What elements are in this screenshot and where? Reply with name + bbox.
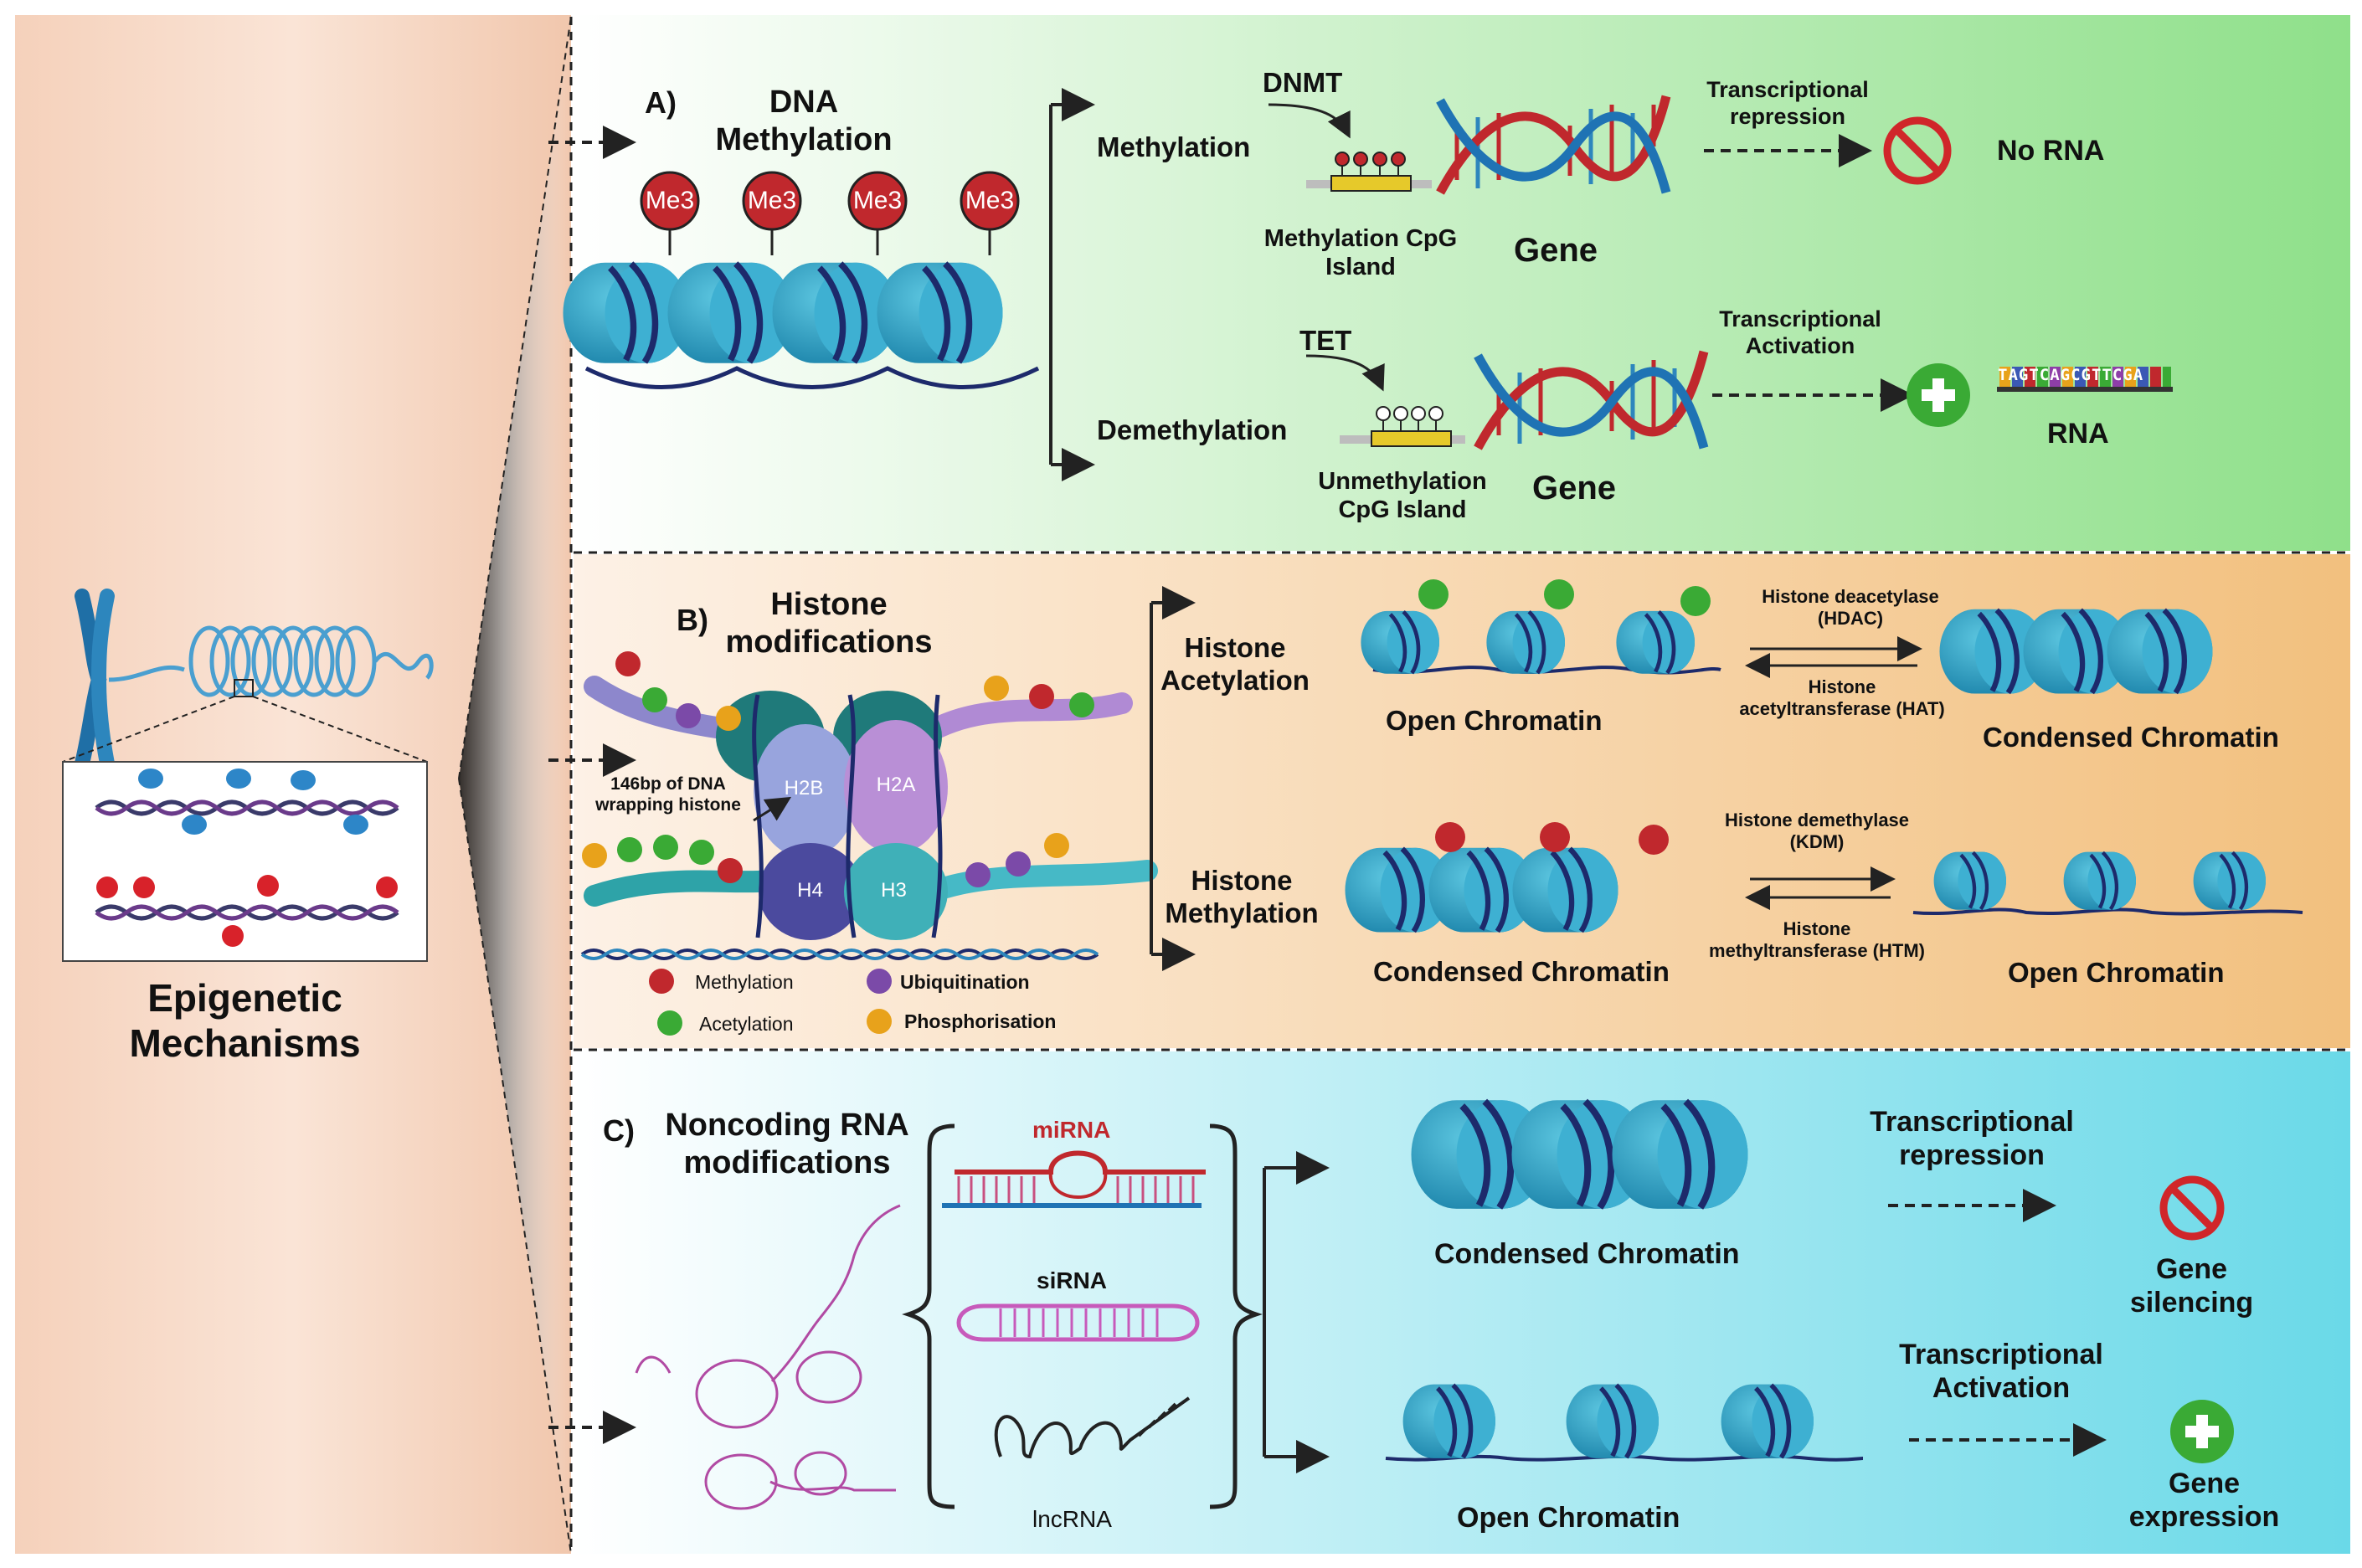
- main-title: Epigenetic Mechanisms: [129, 976, 361, 1066]
- rna-sequence: TAGTCAGCGTTCGA: [1998, 366, 2144, 384]
- condensed-chromatin-label: Condensed Chromatin: [1434, 1238, 1740, 1270]
- legend-phosphorisation: Phosphorisation: [904, 1010, 1057, 1032]
- sirna-label: siRNA: [1037, 1267, 1108, 1293]
- me3-label: Me3: [747, 187, 797, 214]
- dna-zoom-box: [62, 761, 428, 962]
- tet-label: TET: [1299, 325, 1352, 356]
- open-chromatin-b2: [1912, 852, 2303, 916]
- no-rna-label: No RNA: [1997, 135, 2105, 167]
- histone-acetylation-label: Histone Acetylation: [1160, 632, 1310, 696]
- panel-a-title: DNA Methylation: [715, 85, 893, 157]
- me3-label: Me3: [965, 187, 1015, 214]
- rna-label: RNA: [2047, 418, 2109, 450]
- histone-octamer-illustration: [580, 676, 1158, 960]
- plus-icon: [1907, 363, 1970, 427]
- legend-acetylation: Acetylation: [699, 1013, 794, 1035]
- hdac-label: Histone deacetylase (HDAC): [1762, 586, 1939, 629]
- panel-b-title: Histone modifications: [725, 587, 933, 660]
- legend-ubiquitination: Ubiquitination: [900, 971, 1030, 993]
- dna-helix-icon: [1474, 350, 1709, 450]
- dna-helix-icon: [1436, 95, 1671, 195]
- gene-label: Gene: [1514, 232, 1598, 269]
- dnmt-label: DNMT: [1263, 67, 1343, 98]
- unmethylated-cpg-icon: [1340, 406, 1465, 447]
- condensed-chromatin-label: Condensed Chromatin: [1373, 956, 1670, 987]
- h3-label: H3: [881, 879, 907, 902]
- legend-methylation: Methylation: [695, 971, 794, 993]
- condensed-chromatin-methylated: [1346, 822, 1669, 933]
- htm-label: Histone methyltransferase (HTM): [1709, 918, 1925, 961]
- me3-markers: [640, 171, 1020, 255]
- repression-label: Transcriptional repression: [1706, 77, 1869, 129]
- hat-label: Histone acetyltransferase (HAT): [1739, 676, 1945, 719]
- panel-b-label: B): [677, 603, 708, 637]
- condensed-chromatin-b1: [1940, 609, 2213, 694]
- open-chromatin-c: [1385, 1385, 1864, 1462]
- open-chromatin-label: Open Chromatin: [1457, 1502, 1680, 1534]
- h2a-label: H2A: [876, 774, 916, 796]
- modification-badges: [582, 651, 1094, 1036]
- demethylation-label: Demethylation: [1097, 414, 1288, 445]
- gene-expression-label: Gene expression: [2128, 1468, 2280, 1534]
- stop-icon: [2159, 1175, 2225, 1241]
- lncrna-label: lncRNA: [1032, 1506, 1112, 1532]
- histone-methylation-label: Histone Methylation: [1165, 865, 1319, 928]
- h4-label: H4: [797, 879, 823, 902]
- nucleosome-array-a: [563, 263, 1040, 389]
- rna-secondary-structure: [635, 1204, 901, 1510]
- lncrna-icon: [994, 1396, 1191, 1459]
- gene-silencing-label: Gene silencing: [2129, 1253, 2254, 1319]
- panel-a-label: A): [645, 85, 677, 120]
- gene-label: Gene: [1532, 470, 1617, 506]
- panel-c-label: C): [603, 1113, 635, 1148]
- stop-icon: [1883, 116, 1952, 185]
- kdm-label: Histone demethylase (KDM): [1724, 810, 1910, 852]
- mirna-icon: [942, 1150, 1206, 1208]
- open-chromatin-label: Open Chromatin: [2008, 957, 2225, 988]
- plus-icon: [2170, 1400, 2234, 1463]
- chromosome-icon: [75, 589, 115, 771]
- panel-c-title: Noncoding RNA modifications: [665, 1108, 909, 1180]
- sirna-icon: [956, 1303, 1200, 1342]
- activation-label: Transcriptional Activation: [1899, 1339, 2103, 1405]
- open-chromatin-label: Open Chromatin: [1386, 705, 1603, 736]
- activation-label: Transcriptional Activation: [1719, 306, 1881, 358]
- wrap-label: 146bp of DNA wrapping histone: [595, 774, 741, 815]
- condensed-chromatin-c: [1412, 1100, 1748, 1209]
- coiled-dna-icon: [108, 625, 434, 697]
- me3-label: Me3: [645, 187, 695, 214]
- me3-label: Me3: [852, 187, 903, 214]
- repression-label: Transcriptional repression: [1870, 1106, 2074, 1172]
- rna-strand-icon: [1997, 367, 2173, 392]
- zoom-fan: [459, 17, 571, 1554]
- open-chromatin-acetylated: [1361, 579, 1721, 674]
- methylated-cpg-icon: [1306, 152, 1432, 192]
- h2b-label: H2B: [784, 777, 824, 799]
- methylation-label: Methylation: [1097, 131, 1251, 162]
- condensed-chromatin-label: Condensed Chromatin: [1983, 722, 2279, 753]
- mirna-label: miRNA: [1032, 1117, 1111, 1143]
- unmethylation-cpg-label: Unmethylation CpG Island: [1318, 468, 1487, 524]
- methylation-cpg-label: Methylation CpG Island: [1263, 225, 1458, 281]
